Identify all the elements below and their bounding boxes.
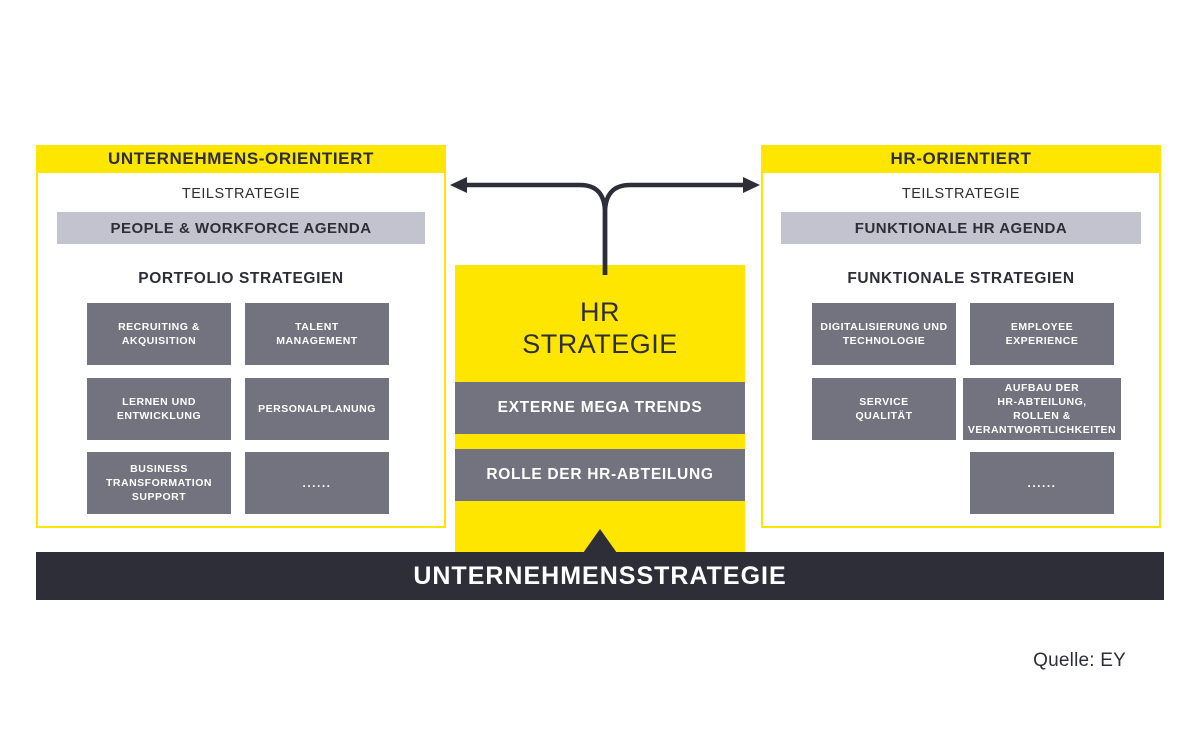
right-panel-header: HR-ORIENTIERT [761, 145, 1161, 173]
foundation-label: UNTERNEHMENSSTRATEGIE [413, 561, 787, 590]
tile-business-transformation-support[interactable]: BUSINESS TRANSFORMATION SUPPORT [87, 452, 231, 514]
tile-left-more[interactable]: ...... [245, 452, 389, 514]
left-panel-sublabel: TEILSTRATEGIE [36, 186, 446, 202]
right-panel-header-label: HR-ORIENTIERT [890, 149, 1032, 168]
tile-lernen-und-entwicklung[interactable]: LERNEN UND ENTWICKLUNG [87, 378, 231, 440]
right-panel-group-label-text: FUNKTIONALE STRATEGIEN [847, 270, 1075, 287]
center-bar-rolle-der-hr-abteilung[interactable]: ROLLE DER HR-ABTEILUNG [455, 449, 745, 501]
right-panel-agenda-label: FUNKTIONALE HR AGENDA [854, 219, 1068, 237]
right-panel-group-label: FUNKTIONALE STRATEGIEN [761, 270, 1161, 288]
tile-aufbau-hr-abteilung[interactable]: AUFBAU DER HR-ABTEILUNG, ROLLEN & VERANT… [963, 378, 1121, 440]
tile-digitalisierung-und-technologie[interactable]: DIGITALISIERUNG UND TECHNOLOGIE [812, 303, 956, 365]
tile-employee-experience[interactable]: EMPLOYEE EXPERIENCE [970, 303, 1114, 365]
foundation-bar: UNTERNEHMENSSTRATEGIE [36, 552, 1164, 600]
tile-recruiting-akquisition[interactable]: RECRUITING & AKQUISITION [87, 303, 231, 365]
left-panel-header: UNTERNEHMENS-ORIENTIERT [36, 145, 446, 173]
left-panel-sublabel-text: TEILSTRATEGIE [181, 186, 301, 202]
right-panel-sublabel-text: TEILSTRATEGIE [901, 186, 1021, 202]
center-bar-externe-mega-trends[interactable]: EXTERNE MEGA TRENDS [455, 382, 745, 434]
tile-personalplanung[interactable]: PERSONALPLANUNG [245, 378, 389, 440]
tile-talent-management[interactable]: TALENT MANAGEMENT [245, 303, 389, 365]
tile-right-more[interactable]: ...... [970, 452, 1114, 514]
left-panel-agenda-label: PEOPLE & WORKFORCE AGENDA [110, 219, 372, 237]
right-panel-sublabel: TEILSTRATEGIE [761, 186, 1161, 202]
left-panel-agenda-bar: PEOPLE & WORKFORCE AGENDA [57, 212, 425, 244]
up-triangle-icon [583, 529, 617, 553]
double-headed-arrow-icon [450, 177, 760, 275]
right-panel-agenda-bar: FUNKTIONALE HR AGENDA [781, 212, 1141, 244]
tile-service-qualitaet[interactable]: SERVICE QUALITÄT [812, 378, 956, 440]
left-panel-header-label: UNTERNEHMENS-ORIENTIERT [108, 149, 374, 168]
source-note: Quelle: EY [1033, 650, 1126, 671]
left-panel-group-label-text: PORTFOLIO STRATEGIEN [138, 270, 344, 287]
center-title: HR STRATEGIE [522, 297, 678, 359]
left-panel-group-label: PORTFOLIO STRATEGIEN [36, 270, 446, 288]
